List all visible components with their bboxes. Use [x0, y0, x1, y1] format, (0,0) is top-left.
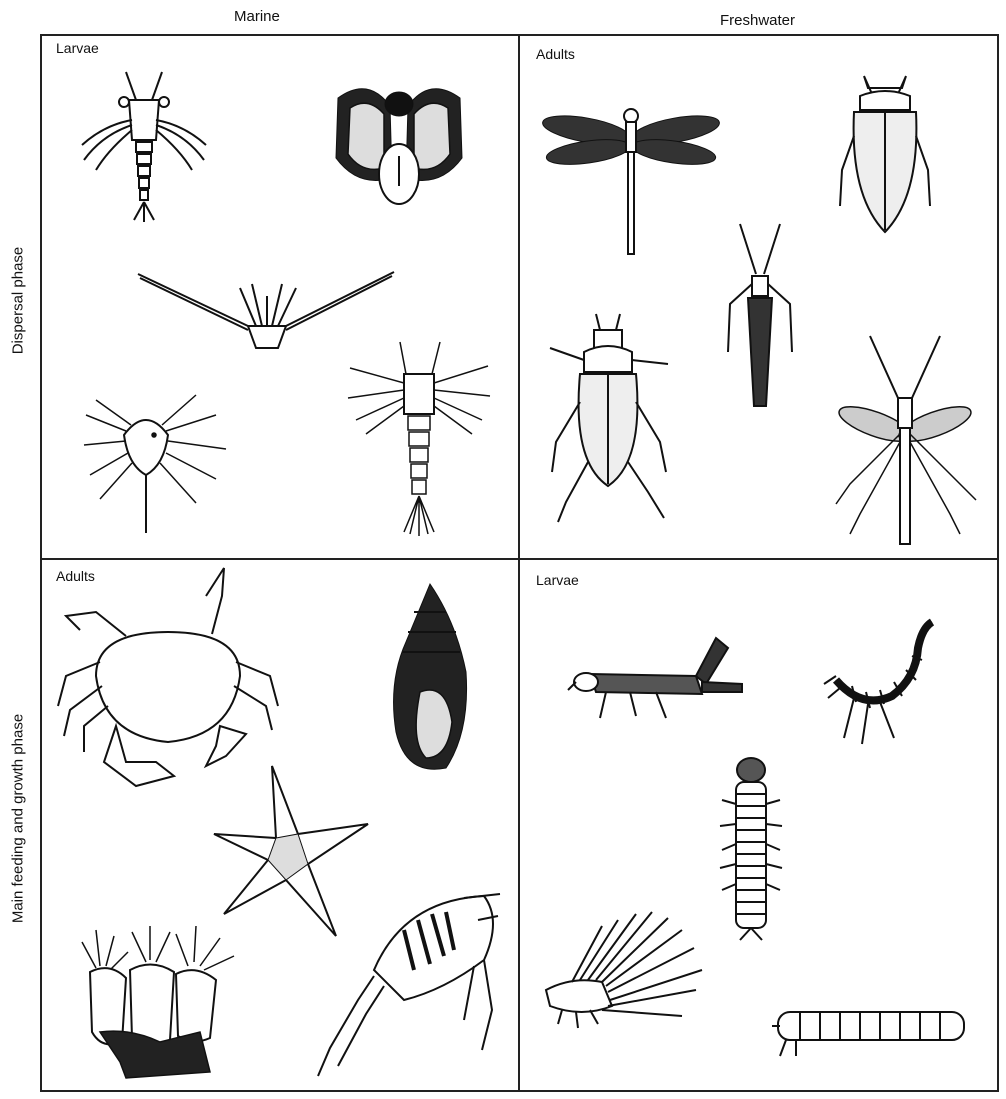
marine-column-header: Marine [234, 8, 280, 25]
dispersal-row-header: Dispersal phase [10, 246, 27, 356]
gilled-larva-icon [542, 906, 712, 1030]
chironomid-larva-icon [822, 618, 934, 746]
grid-horizontal-divider [42, 558, 997, 560]
freshwater-feeding-label: Larvae [536, 572, 579, 588]
crustacean-larva-icon [74, 70, 214, 225]
water-beetle-icon [838, 66, 932, 244]
barnacle-cluster-icon [70, 922, 236, 1080]
cyprid-larva-icon [76, 375, 232, 537]
shrimp-icon [314, 890, 504, 1080]
segmented-larva-icon [770, 1002, 970, 1060]
dragonfly-icon [542, 104, 722, 256]
freshwater-column-header: Freshwater [720, 12, 795, 29]
mysis-larva-icon [346, 338, 492, 538]
feeding-row-header: Main feeding and growth phase [10, 681, 27, 957]
freshwater-dispersal-label: Adults [536, 46, 575, 62]
stonefly-icon [726, 222, 794, 410]
mosquito-icon [830, 334, 980, 546]
bivalve-veliger-larva-icon [328, 78, 470, 206]
beetle-icon [548, 312, 674, 524]
grid-vertical-divider [518, 36, 520, 1090]
crab-icon [56, 566, 282, 790]
whelk-shell-icon [386, 582, 470, 776]
nymph-larva-icon [566, 634, 746, 726]
caddis-larva-icon [718, 754, 784, 942]
marine-dispersal-label: Larvae [56, 40, 99, 56]
